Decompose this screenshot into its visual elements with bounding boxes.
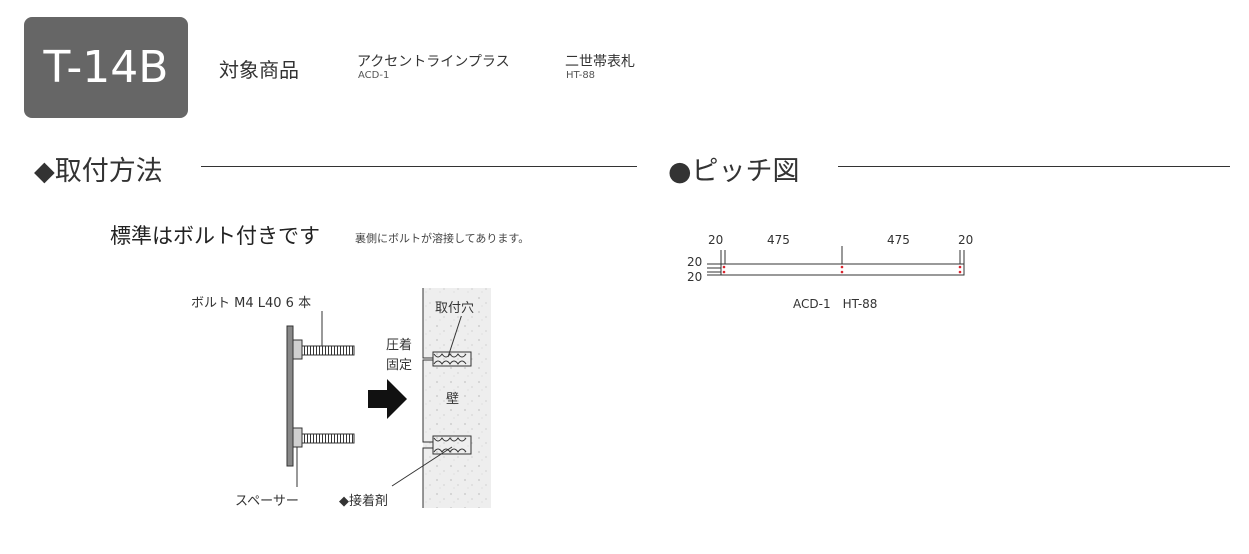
wall-label: 壁 [446,392,460,407]
pitch-caption: ACD-1 HT-88 [793,297,878,311]
plate-outline [720,263,965,276]
adhesive [433,437,467,442]
adhesive-leader-line [391,446,453,487]
bolt-welded-note: 裏側にボルトが溶接してあります。 [355,232,530,245]
adhesive-label: ◆接着剤 [339,494,388,509]
fix-label: 固定 [386,358,413,373]
wall [423,288,491,508]
bolt-marker [958,270,962,274]
arrow-right-icon [368,379,407,419]
mounting-hole-label: 取付穴 [435,297,475,316]
section-divider [838,166,1230,167]
target-products-heading: 対象商品 [219,58,299,82]
bolt-marker [958,265,962,269]
bolt-marker [722,265,726,269]
pitch-dimension: 475 [767,233,790,247]
standard-bolt-note: 標準はボルト付きです [110,224,320,248]
press-label: 圧着 [386,338,413,353]
hole-leader-line [447,313,463,358]
product-badge-label: T-14B [43,42,169,93]
pitch-dimension: 475 [887,233,910,247]
bolt-marker [840,270,844,274]
bolt [301,433,355,444]
bolt-marker [840,265,844,269]
product-code: HT-88 [566,70,596,81]
product-code: ACD-1 [358,70,390,81]
bolt [301,345,355,356]
product-badge [24,17,188,118]
product-name: 二世帯表札 [565,54,635,70]
bolt-label: ボルト M4 L40 6 本 [191,296,312,311]
bolt-marker [722,270,726,274]
spacer-label: スペーサー [235,494,299,509]
product-name: アクセントラインプラス [357,54,510,70]
pitch-dimension: 20 [687,270,703,284]
pitch-dimension: 20 [958,233,974,247]
pitch-diagram-title: ●ピッチ図 [668,156,800,187]
adhesive [433,353,467,358]
nameplate-edge [286,325,294,467]
section-divider [201,166,637,167]
install-method-title: ◆取付方法 [34,156,163,187]
pitch-dimension: 20 [708,233,724,247]
pitch-dimension: 20 [687,255,703,269]
